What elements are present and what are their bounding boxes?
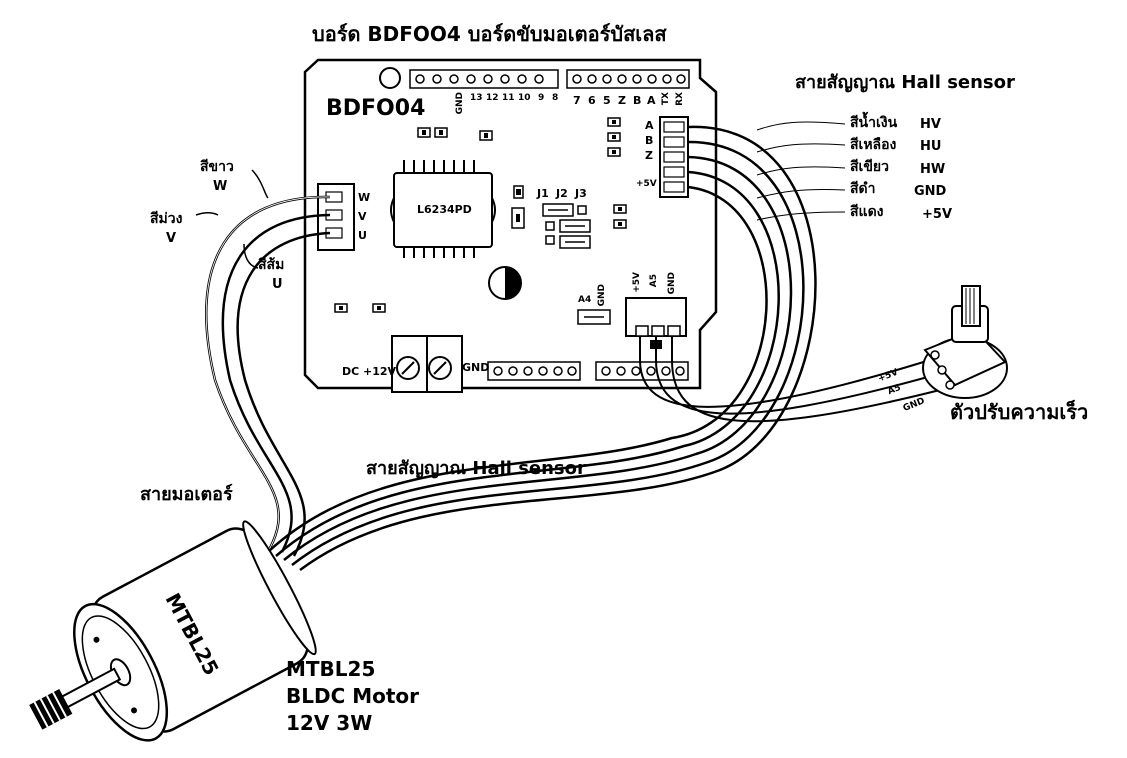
chip-label: L6234PD [417, 203, 472, 216]
pot-cable [639, 336, 941, 423]
motor-wire-orange-code: U [272, 277, 283, 292]
hall-wire-code: HV [920, 117, 941, 132]
analog-pin-label: GND [597, 284, 607, 307]
motor-wire-purple-name: สีม่วง [150, 211, 183, 227]
motor-wire-orange-name: สีส้ม [258, 257, 285, 273]
chip-l6234pd [390, 160, 496, 258]
hall-wire-color: สีเขียว [850, 159, 889, 175]
header-top-left-pins [415, 74, 544, 84]
pin-label: RX [675, 92, 685, 106]
jumper-label: J1 [537, 187, 549, 200]
pin-label: 10 [518, 93, 531, 103]
motor-spec-line: MTBL25 [286, 657, 376, 681]
hall-pin-label: +5V [636, 179, 657, 189]
hall-wire-color: สีน้ำเงิน [850, 115, 898, 131]
power-gnd-label: GND [462, 361, 490, 374]
pin-label: 5 [603, 94, 611, 107]
jumper-label: J2 [556, 187, 568, 200]
motor-pin-label: W [358, 191, 371, 204]
header-top-right [566, 69, 690, 89]
pin-label: Z [618, 94, 626, 107]
motor-pin-label: V [358, 210, 367, 223]
motor-spec-line: BLDC Motor [286, 684, 420, 708]
motor-wire-purple-code: V [166, 231, 177, 246]
motor-drawing [29, 520, 317, 742]
pin-label: GND [455, 92, 465, 115]
jumper-label: J3 [575, 187, 587, 200]
hall-wire-code: HU [920, 139, 942, 154]
pin-label: 6 [588, 94, 596, 107]
pin-label: 11 [502, 93, 515, 103]
potentiometer-drawing [922, 285, 1008, 399]
motor-spec-line: 12V 3W [286, 711, 373, 735]
pot-header-label: +5V [632, 272, 642, 293]
leader-lines [756, 121, 846, 221]
pin-label: 7 [573, 94, 581, 107]
power-in-label: DC +12V [342, 365, 397, 378]
motor-wire-white-name: สีขาว [200, 159, 234, 175]
hall-wire-color: สีเหลือง [850, 137, 897, 153]
hall-wires-title: สายสัญญาณ Hall sensor [795, 72, 1015, 93]
hall-pin-label: Z [645, 149, 653, 162]
mounting-hole [379, 67, 401, 89]
hall-cable-label: สายสัญญาณ Hall sensor [366, 458, 586, 479]
board-outline [303, 58, 718, 390]
hall-wire-code: +5V [922, 207, 952, 222]
pin-label: 9 [538, 93, 545, 103]
motor-wire-white-code: W [213, 179, 228, 194]
pin-label: 8 [552, 93, 559, 103]
motor-pin-label: U [358, 229, 367, 242]
pin-label: TX [661, 92, 671, 106]
hall-wire-color: สีแดง [850, 204, 884, 220]
hall-cable [267, 125, 817, 572]
pot-header-label: A5 [649, 274, 659, 288]
pin-label: 13 [470, 93, 483, 103]
diagram-title: บอร์ด BDFOO4 บอร์ดขับมอเตอร์บัสเลส [312, 22, 667, 46]
pin-label: A [647, 94, 656, 107]
hall-pin-label: A [645, 119, 654, 132]
pin-label: 12 [486, 93, 499, 103]
hall-wire-code: HW [920, 162, 946, 177]
analog-pin-label: A4 [578, 295, 592, 305]
hall-pin-label: B [645, 134, 654, 147]
power-terminal-block [391, 335, 463, 393]
pin-label: B [633, 94, 642, 107]
hall-wire-code: GND [914, 184, 947, 199]
board-name: BDFO04 [326, 96, 426, 121]
motor-cable-label: สายมอเตอร์ [140, 484, 233, 505]
hall-wire-color: สีดำ [850, 181, 876, 197]
pot-label: ตัวปรับความเร็ว [950, 400, 1089, 424]
pot-header-label: GND [667, 272, 677, 295]
header-top-right-pins [572, 74, 686, 84]
